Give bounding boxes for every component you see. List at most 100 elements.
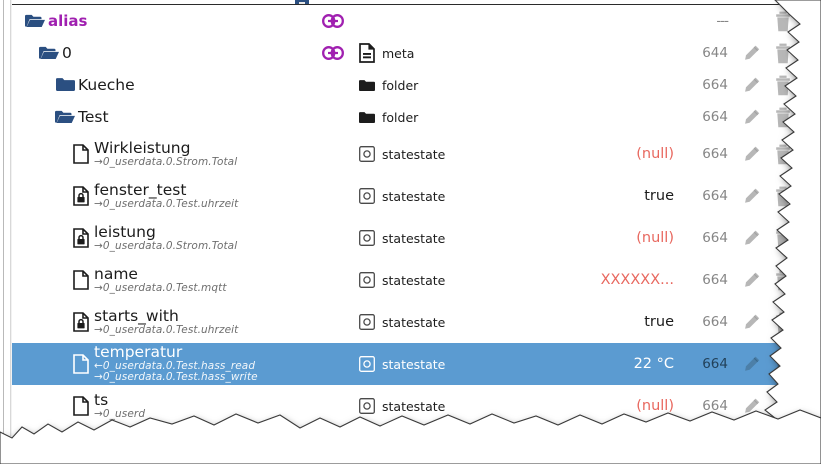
- tree-row-subpath: →0_userdata.0.Test.hass_write: [94, 371, 258, 384]
- tree-row-title: alias: [48, 11, 88, 30]
- tree-row-acl[interactable]: 644: [702, 45, 728, 61]
- pencil-edit-icon[interactable]: [740, 227, 762, 249]
- tree-row-name-cell[interactable]: name→0_userdata.0.Test.mqtt: [12, 266, 322, 294]
- tree-row-title: Kueche: [78, 75, 135, 94]
- trash-delete-icon[interactable]: [772, 395, 794, 417]
- tree-row-name-cell[interactable]: starts_with→0_userdata.0.Test.uhrzeit: [12, 308, 322, 336]
- folder-open-icon: [52, 109, 78, 125]
- tree-row-value[interactable]: (null): [636, 398, 674, 414]
- tree-row-title: ts: [94, 390, 109, 409]
- trash-delete-icon[interactable]: [772, 269, 794, 291]
- tree-row-labels: Test: [78, 108, 109, 126]
- tree-row[interactable]: leistung→0_userdata.0.Strom.Total statest…: [12, 217, 812, 259]
- file-locked-icon: [68, 186, 94, 206]
- pencil-edit-icon[interactable]: [740, 42, 762, 64]
- pencil-edit-icon[interactable]: [740, 185, 762, 207]
- tree-row-acl[interactable]: 664: [702, 398, 728, 414]
- link-icon[interactable]: [322, 14, 352, 28]
- tree-row-subpath: →0_userd: [94, 407, 146, 420]
- tree-row-name-cell[interactable]: temperatur←0_userdata.0.Test.hass_read→0…: [12, 344, 322, 383]
- trash-delete-icon[interactable]: [772, 106, 794, 128]
- tree-row-acl[interactable]: 664: [702, 272, 728, 288]
- trash-delete-icon[interactable]: [772, 10, 794, 32]
- tree-row[interactable]: Test folder 664: [12, 101, 812, 133]
- tree-row-type-label: statestate: [382, 230, 446, 246]
- tree-row-actions: [728, 353, 808, 375]
- pencil-edit-icon[interactable]: [740, 106, 762, 128]
- pencil-edit-icon[interactable]: [740, 395, 762, 417]
- tree-row-acl[interactable]: 664: [702, 314, 728, 330]
- tree-row-name-cell[interactable]: leistung→0_userdata.0.Strom.Total: [12, 224, 322, 252]
- tree-row[interactable]: alias ---: [12, 5, 812, 37]
- tree-row-name-cell[interactable]: Wirkleistung→0_userdata.0.Strom.Total: [12, 140, 322, 168]
- tree-row[interactable]: Wirkleistung→0_userdata.0.Strom.Total sta…: [12, 133, 812, 175]
- trash-delete-icon[interactable]: [772, 74, 794, 96]
- tree-row-type-cell: statestate: [322, 230, 552, 246]
- tree-row-type-cell: statestate: [322, 356, 552, 372]
- pencil-edit-icon[interactable]: [740, 311, 762, 333]
- tree-row-actions: [728, 74, 808, 96]
- tree-row-value[interactable]: XXXXXX...: [600, 272, 674, 288]
- state-badge-icon: [359, 230, 375, 246]
- file-meta-icon: [359, 43, 375, 63]
- trash-delete-icon[interactable]: [772, 227, 794, 249]
- tree-row-labels: ts→0_userd: [94, 392, 145, 420]
- tree-row-acl[interactable]: 664: [702, 77, 728, 93]
- tree-row-type-cell: meta: [322, 43, 552, 63]
- trash-delete-icon[interactable]: [772, 143, 794, 165]
- tree-row-type-cell: folder: [322, 110, 552, 125]
- tree-row-acl[interactable]: 664: [702, 356, 728, 372]
- tree-row-name-cell[interactable]: ts→0_userd: [12, 392, 322, 420]
- pencil-edit-icon[interactable]: [740, 269, 762, 291]
- tree-row[interactable]: 0 meta 644: [12, 37, 812, 69]
- tree-row-labels: fenster_test→0_userdata.0.Test.uhrzeit: [94, 182, 238, 210]
- tree-row-name-cell[interactable]: alias: [12, 13, 322, 29]
- tree-row-value[interactable]: 22 °C: [633, 356, 674, 372]
- tree-row-type-cell: statestate: [322, 146, 552, 162]
- tree-row-acl[interactable]: 664: [702, 188, 728, 204]
- tree-row-type-cell: [322, 14, 552, 28]
- folder-closed-icon: [359, 79, 375, 92]
- trash-delete-icon[interactable]: [772, 185, 794, 207]
- trash-delete-icon[interactable]: [772, 311, 794, 333]
- tree-row-labels: leistung→0_userdata.0.Strom.Total: [94, 224, 237, 252]
- tree-row-type-label: meta: [382, 45, 415, 61]
- trash-delete-icon[interactable]: [772, 353, 794, 375]
- tree-row-name-cell[interactable]: Test: [12, 108, 322, 126]
- tree-row-name-cell[interactable]: 0: [12, 44, 322, 62]
- pencil-edit-icon[interactable]: [740, 353, 762, 375]
- folder-open-icon: [36, 45, 62, 61]
- link-icon[interactable]: [322, 46, 352, 60]
- tree-row-actions: [728, 269, 808, 291]
- tree-row-type-cell: folder: [322, 78, 552, 93]
- pencil-edit-icon[interactable]: [740, 143, 762, 165]
- tree-row-type-cell: statestate: [322, 272, 552, 288]
- tree-row-name-cell[interactable]: fenster_test→0_userdata.0.Test.uhrzeit: [12, 182, 322, 210]
- trash-delete-icon[interactable]: [772, 42, 794, 64]
- tree-row-acl[interactable]: ---: [716, 13, 729, 29]
- pencil-edit-icon[interactable]: [740, 74, 762, 96]
- tree-row-acl[interactable]: 664: [702, 230, 728, 246]
- state-badge-icon: [359, 314, 375, 330]
- tree-row-title: starts_with: [94, 306, 179, 325]
- folder-closed-icon: [359, 111, 375, 124]
- tree-row[interactable]: Kueche folder 664: [12, 69, 812, 101]
- tree-row-actions: [728, 227, 808, 249]
- tree-row[interactable]: temperatur←0_userdata.0.Test.hass_read→0…: [12, 343, 812, 385]
- tree-row-actions: [728, 395, 808, 417]
- tree-row-value[interactable]: true: [644, 314, 674, 330]
- tree-row-actions: [728, 42, 808, 64]
- file-icon: [68, 144, 94, 164]
- tree-row-value[interactable]: (null): [636, 146, 674, 162]
- tree-row-value[interactable]: (null): [636, 230, 674, 246]
- tree-row-value[interactable]: true: [644, 188, 674, 204]
- tree-row-name-cell[interactable]: Kueche: [12, 75, 322, 94]
- tree-row-type-label: statestate: [382, 146, 446, 162]
- tree-row-acl[interactable]: 664: [702, 109, 728, 125]
- tree-row-acl[interactable]: 664: [702, 146, 728, 162]
